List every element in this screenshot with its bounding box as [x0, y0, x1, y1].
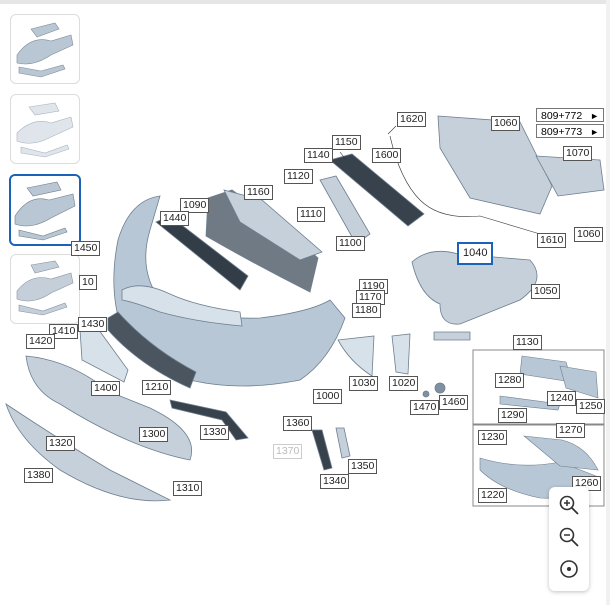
- part-label-1130[interactable]: 1130: [513, 335, 542, 350]
- part-label-1030[interactable]: 1030: [349, 376, 379, 391]
- part-label-10[interactable]: 10: [79, 275, 97, 290]
- part-label-1620[interactable]: 1620: [397, 112, 427, 127]
- part-label-1050[interactable]: 1050: [531, 284, 561, 299]
- part-label-1450[interactable]: 1450: [71, 241, 101, 256]
- part-label-1000[interactable]: 1000: [313, 389, 343, 404]
- part-label-1340[interactable]: 1340: [320, 474, 350, 489]
- thumbnail-2[interactable]: [10, 94, 80, 164]
- part-label-1350[interactable]: 1350: [348, 459, 378, 474]
- part-label-1280[interactable]: 1280: [495, 373, 525, 388]
- part-label-1140[interactable]: 1140: [304, 148, 333, 163]
- bracket-1040: [411, 250, 538, 325]
- part-label-1380[interactable]: 1380: [24, 468, 54, 483]
- part-label-1470[interactable]: 1470: [410, 400, 440, 415]
- part-label-1100[interactable]: 1100: [336, 236, 365, 251]
- part-label-1230[interactable]: 1230: [478, 430, 508, 445]
- reference-text: 809+773: [541, 126, 583, 138]
- scrollbar-track[interactable]: [606, 0, 610, 605]
- part-label-1020[interactable]: 1020: [389, 376, 419, 391]
- part-label-1090[interactable]: 1090: [180, 198, 210, 213]
- arrow-right-icon: ►: [590, 127, 599, 137]
- part-label-1040-highlighted[interactable]: 1040: [457, 242, 494, 265]
- part-label-1220[interactable]: 1220: [478, 488, 508, 503]
- part-label-1250[interactable]: 1250: [576, 399, 606, 414]
- part-label-1410[interactable]: 1410: [49, 324, 79, 339]
- part-label-1110[interactable]: 1110: [297, 207, 325, 222]
- part-label-1330[interactable]: 1330: [200, 425, 230, 440]
- top-border: [0, 0, 610, 4]
- part-label-1210[interactable]: 1210: [142, 380, 172, 395]
- thumbnail-3[interactable]: [9, 174, 81, 246]
- zoom-in-button[interactable]: [557, 493, 581, 517]
- zoom-controls: [549, 487, 589, 591]
- part-label-1150[interactable]: 1150: [332, 135, 361, 150]
- part-label-1320[interactable]: 1320: [46, 436, 76, 451]
- part-label-1290[interactable]: 1290: [498, 408, 528, 423]
- part-label-1440[interactable]: 1440: [160, 211, 190, 226]
- part-label-1170[interactable]: 1170: [356, 290, 385, 305]
- part-label-1120[interactable]: 1120: [284, 169, 313, 184]
- reset-view-button[interactable]: [557, 557, 581, 581]
- part-label-1270[interactable]: 1270: [556, 423, 586, 438]
- part-label-1240[interactable]: 1240: [547, 391, 577, 406]
- part-label-1420[interactable]: 1420: [26, 334, 56, 349]
- part-label-1610[interactable]: 1610: [537, 233, 567, 248]
- part-label-1460[interactable]: 1460: [439, 395, 469, 410]
- reference-link-809-772[interactable]: 809+772 ►: [536, 108, 604, 122]
- thumbnail-4[interactable]: [10, 254, 80, 324]
- part-label-1060-top[interactable]: 1060: [491, 116, 521, 131]
- part-label-1400[interactable]: 1400: [91, 381, 121, 396]
- part-label-1370[interactable]: 1370: [273, 444, 303, 459]
- reinforcement-bar: [329, 153, 425, 227]
- zoom-out-icon: [559, 527, 579, 547]
- part-label-1310[interactable]: 1310: [173, 481, 203, 496]
- part-label-1060-right[interactable]: 1060: [574, 227, 604, 242]
- part-label-1600[interactable]: 1600: [372, 148, 402, 163]
- arrow-right-icon: ►: [590, 111, 599, 121]
- thumbnail-1[interactable]: [10, 14, 80, 84]
- reference-text: 809+772: [541, 110, 583, 122]
- zoom-in-icon: [559, 495, 579, 515]
- target-icon: [560, 560, 578, 578]
- zoom-out-button[interactable]: [557, 525, 581, 549]
- part-label-1430[interactable]: 1430: [78, 317, 108, 332]
- part-label-1160[interactable]: 1160: [244, 185, 273, 200]
- reference-link-809-773[interactable]: 809+773 ►: [536, 124, 604, 138]
- part-label-1180[interactable]: 1180: [352, 303, 381, 318]
- part-label-1360[interactable]: 1360: [283, 416, 313, 431]
- part-label-1300[interactable]: 1300: [139, 427, 169, 442]
- part-label-1070[interactable]: 1070: [563, 146, 593, 161]
